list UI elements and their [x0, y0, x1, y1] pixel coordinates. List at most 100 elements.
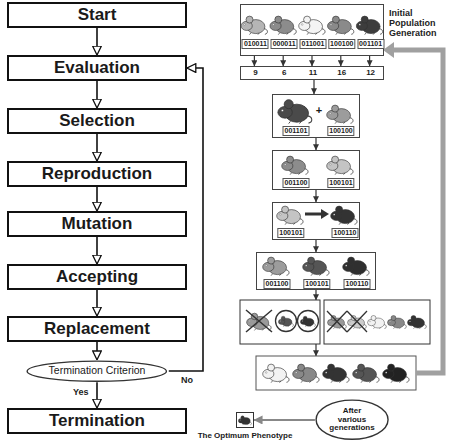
connector — [96, 134, 98, 161]
step-label: Accepting — [56, 267, 138, 287]
connector — [283, 56, 284, 66]
stage-label: Initial Population Generation — [389, 8, 441, 38]
replacement-panel — [324, 300, 430, 344]
cross-out — [327, 311, 347, 332]
chromosome-string: 100100 — [327, 126, 354, 136]
chromosome-string: 100101 — [277, 228, 304, 238]
mouse-icon — [383, 364, 409, 383]
cross-out — [246, 310, 272, 332]
result-label: The Optimum Phenotype — [198, 431, 293, 441]
process-box: Termination — [7, 408, 187, 434]
decision-ellipse: Termination Criterion — [25, 360, 169, 382]
mouse-icon — [238, 416, 251, 425]
chromosome-string: 100100 — [328, 39, 355, 49]
mouse-icon — [278, 100, 312, 124]
connector — [315, 190, 316, 202]
step-label: Start — [78, 5, 117, 25]
process-box: Start — [7, 2, 187, 28]
chromosome-string: 011001 — [300, 39, 327, 49]
process-box: Reproduction — [7, 161, 187, 187]
step-label: Evaluation — [54, 58, 140, 78]
mouse-icon — [331, 206, 357, 225]
connector — [96, 81, 98, 108]
mouse-icon — [368, 316, 387, 329]
fitness-value: 11 — [309, 68, 317, 78]
mouse-icon — [278, 316, 293, 327]
chromosome-string: 100101 — [327, 178, 354, 188]
process-box: Evaluation — [7, 55, 187, 81]
connector — [311, 56, 312, 66]
connector — [96, 187, 98, 211]
flow-arrow — [315, 344, 316, 356]
mouse-icon — [293, 364, 319, 383]
connector — [96, 28, 98, 55]
edge-label: Yes — [72, 387, 90, 397]
fitness-value: 6 — [282, 68, 286, 78]
process-box: Selection — [7, 108, 187, 134]
process-box: Accepting — [7, 264, 187, 290]
mouse-icon — [282, 156, 308, 175]
mouse-icon — [388, 316, 407, 329]
connector — [96, 382, 98, 408]
mouse-icon — [323, 364, 349, 383]
edge-label: No — [180, 375, 194, 385]
connector — [313, 80, 314, 94]
mouse-icon — [263, 364, 289, 383]
ellipse-outline-shape — [27, 361, 166, 381]
ellipse-label: Termination Criterion — [49, 365, 146, 377]
process-box: Mutation — [7, 211, 187, 237]
connector — [96, 237, 98, 264]
population-box: 9 6 11 16 12 — [240, 66, 384, 80]
mouse-icon — [327, 156, 353, 175]
chromosome-string: 100110 — [332, 228, 359, 238]
chromosome-string: 100110 — [344, 279, 371, 289]
population-box: 100101 100110 — [272, 202, 360, 240]
mouse-icon — [408, 316, 427, 329]
generation-loop-arrow — [392, 50, 443, 373]
connector — [254, 56, 255, 66]
generation-loop-arrowhead — [383, 42, 394, 58]
population-panel — [256, 356, 416, 390]
population-box: 001101+100100 — [272, 94, 360, 138]
fitness-value: 16 — [337, 68, 346, 78]
decision-ellipse: After various generations — [315, 398, 389, 441]
mouse-icon — [270, 16, 296, 35]
flow-arrow — [315, 290, 316, 300]
connector — [254, 419, 315, 421]
step-label: Mutation — [62, 214, 133, 234]
connector — [369, 56, 370, 66]
ellipse-label: After various generations — [328, 407, 376, 433]
result-box: The Optimum Phenotype — [236, 412, 254, 428]
step-label: Replacement — [44, 319, 150, 339]
replacement-panel — [240, 300, 320, 344]
mouse-icon — [299, 16, 325, 35]
chromosome-string: 001101 — [357, 39, 384, 49]
mouse-icon — [300, 316, 315, 327]
connector — [340, 56, 341, 66]
chromosome-string: 000011 — [271, 39, 298, 49]
population-box: 010011000011011001100100001101 — [240, 4, 384, 56]
keep-circle — [298, 311, 319, 332]
mouse-icon — [263, 257, 289, 276]
mouse-icon — [241, 16, 267, 35]
step-label: Reproduction — [42, 164, 153, 184]
mouse-icon — [353, 364, 379, 383]
chromosome-string: 001101 — [283, 126, 310, 136]
ellipse-outline-shape — [316, 400, 388, 439]
mouse-icon — [328, 16, 354, 35]
connector — [315, 138, 316, 150]
chromosome-string: 001100 — [283, 178, 310, 188]
mouse-icon — [277, 206, 303, 225]
population-box: 001100 100101 — [272, 150, 360, 190]
mouse-icon — [303, 257, 329, 276]
chromosome-string: 100101 — [303, 279, 330, 289]
step-label: Selection — [59, 111, 135, 131]
connector — [96, 290, 98, 316]
population-box: 001100100101100110 — [256, 252, 376, 290]
keep-circle — [276, 311, 297, 332]
connector — [315, 240, 316, 252]
fitness-value: 12 — [366, 68, 375, 78]
connector — [96, 342, 98, 360]
step-label: Termination — [49, 411, 145, 431]
fitness-value: 9 — [253, 68, 257, 78]
